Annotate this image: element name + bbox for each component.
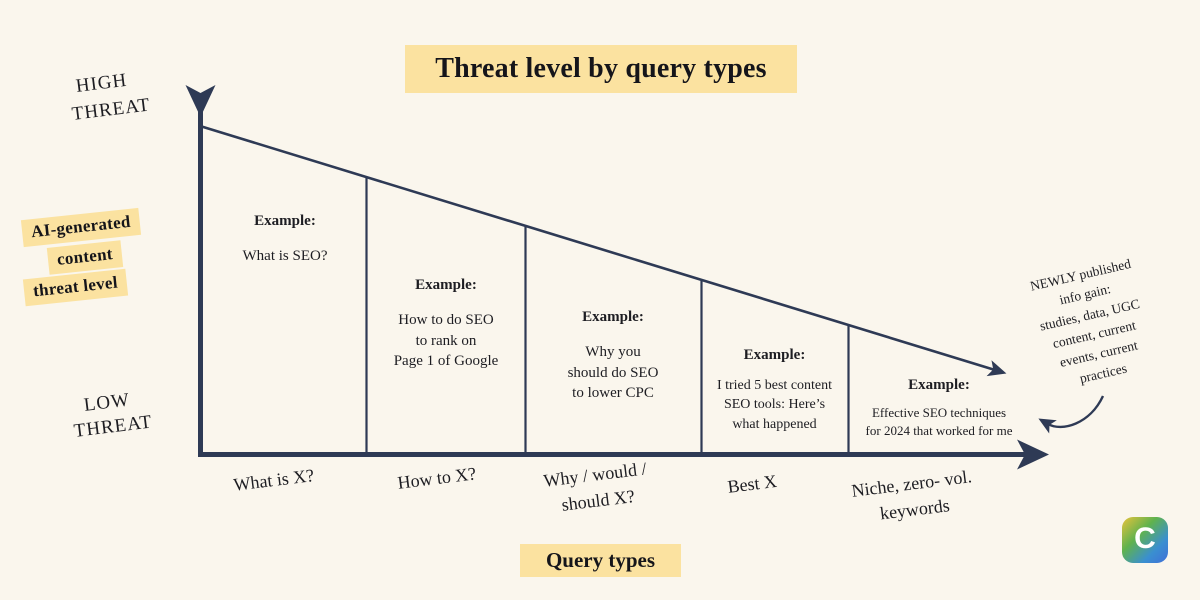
example-line: How to do SEO — [398, 312, 494, 328]
category-line: What is X? — [232, 465, 316, 495]
brand-logo-icon: C — [1122, 517, 1168, 563]
y-axis-series-label-line1: AI-generated — [20, 207, 141, 248]
example-body: Effective SEO techniques for 2024 that w… — [851, 404, 1027, 440]
y-axis-series-label: AI-generated content threat level — [18, 207, 198, 308]
chart-title-highlight: Threat level by query types — [405, 45, 797, 93]
x-axis-category-4: Best X — [726, 468, 778, 500]
annotation-arrow — [1038, 395, 1105, 434]
brand-logo-letter: C — [1134, 522, 1156, 555]
example-line: I tried 5 best content — [716, 378, 833, 393]
info-gain-annotation: NEWLY published info gain: studies, data… — [1010, 250, 1174, 400]
x-axis-caption-highlight: Query types — [520, 544, 681, 577]
example-line: Effective SEO techniques — [871, 405, 1007, 420]
y-axis-series-label-line3: threat level — [22, 268, 129, 307]
column-example-3: Example: Why you should do SEO to lower … — [529, 309, 697, 404]
x-axis-category-5: Niche, zero- vol. keywords — [850, 463, 976, 530]
column-example-5: Example: Effective SEO techniques for 20… — [851, 377, 1027, 440]
y-axis-high-label-line2: THREAT — [70, 94, 152, 125]
page-title: Threat level by query types — [435, 53, 767, 84]
y-axis-high-label-line1: HIGH — [74, 69, 129, 97]
column-example-4: Example: I tried 5 best content SEO tool… — [703, 347, 846, 434]
example-body: What is SEO? — [206, 246, 364, 267]
example-line: to lower CPC — [572, 385, 654, 402]
example-label: Example: — [743, 347, 806, 363]
example-label: Example: — [415, 277, 477, 293]
example-line: SEO tools: Here’s — [723, 397, 826, 413]
category-line: Best X — [726, 470, 778, 497]
example-label: Example: — [582, 309, 644, 325]
example-line: What is SEO? — [242, 248, 328, 264]
example-body: I tried 5 best content SEO tools: Here’s… — [703, 376, 846, 434]
example-body: How to do SEO to rank on Page 1 of Googl… — [370, 310, 522, 372]
x-axis-category-2: How to X? — [396, 460, 478, 496]
example-label: Example: — [254, 213, 316, 229]
example-line: what happened — [732, 416, 817, 432]
example-body: Why you should do SEO to lower CPC — [529, 342, 697, 404]
example-line: Why you — [585, 344, 641, 360]
column-example-2: Example: How to do SEO to rank on Page 1… — [370, 277, 522, 372]
example-line: to rank on — [415, 332, 477, 349]
y-axis-low-label-line1: LOW — [82, 389, 132, 416]
example-line: Page 1 of Google — [393, 353, 499, 370]
example-label: Example: — [908, 377, 970, 393]
example-line: for 2024 that worked for me — [865, 423, 1013, 439]
column-example-1: Example: What is SEO? — [206, 213, 364, 267]
category-line: How to X? — [396, 463, 478, 493]
x-axis-category-3: Why / would / should X? — [542, 455, 651, 519]
x-axis-caption: Query types — [545, 548, 656, 572]
example-line: should do SEO — [567, 364, 659, 381]
x-axis-category-1: What is X? — [232, 462, 316, 498]
